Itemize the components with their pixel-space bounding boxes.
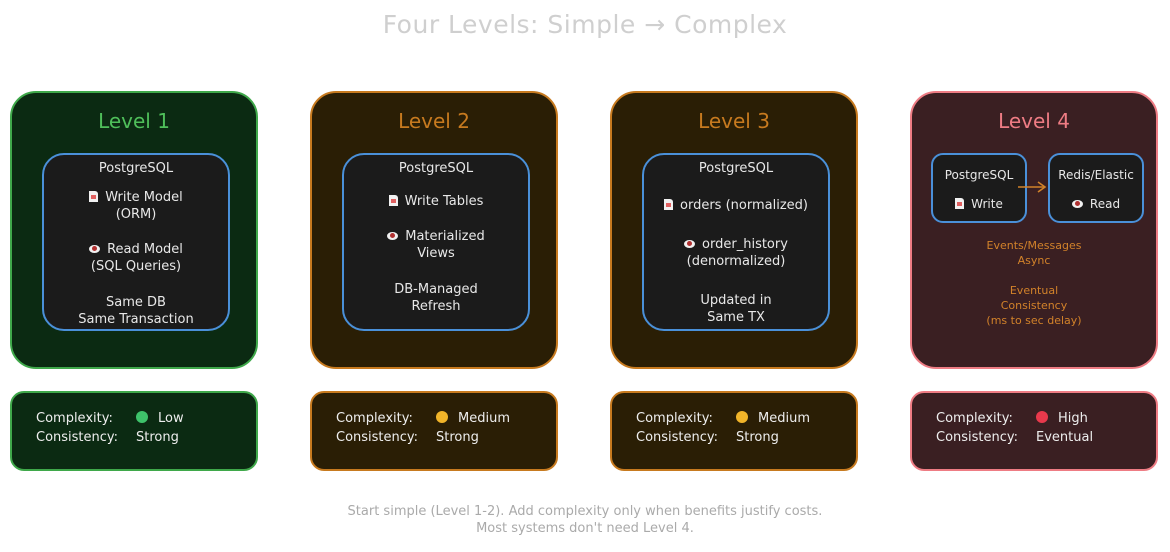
note-item: DB-Managed Refresh bbox=[394, 282, 478, 314]
orders-item: orders (normalized) bbox=[644, 197, 828, 214]
write-tables-item: Write Tables bbox=[344, 193, 528, 210]
file-icon bbox=[955, 198, 965, 209]
note-item: Same DB Same Transaction bbox=[78, 295, 194, 327]
file-icon bbox=[388, 195, 398, 206]
level-title: Level 3 bbox=[698, 109, 770, 133]
write-store-title: PostgreSQL bbox=[944, 168, 1014, 182]
yellow-dot-icon bbox=[736, 411, 748, 423]
write-store-label: Write bbox=[933, 197, 1025, 211]
eventual-consistency-note: Eventual Consistency (ms to sec delay) bbox=[986, 284, 1082, 327]
db-title: PostgreSQL bbox=[98, 161, 174, 176]
complexity-row: Complexity:High bbox=[936, 411, 1088, 426]
eye-icon bbox=[1071, 200, 1083, 208]
read-store-label: Read bbox=[1050, 197, 1142, 211]
level-4-summary: Complexity:High Consistency:Eventual bbox=[910, 391, 1158, 471]
postgresql-box: PostgreSQL Write Model (ORM) Read Model … bbox=[42, 153, 230, 331]
level-2-summary: Complexity:Medium Consistency:Strong bbox=[310, 391, 558, 471]
footer-note: Start simple (Level 1-2). Add complexity… bbox=[347, 504, 823, 536]
postgresql-box: PostgreSQL Write Tables Materialized Vie… bbox=[342, 153, 530, 331]
yellow-dot-icon bbox=[436, 411, 448, 423]
green-dot-icon bbox=[136, 411, 148, 423]
write-model-item: Write Model (ORM) bbox=[44, 189, 228, 223]
diagram-title: Four Levels: Simple → Complex bbox=[382, 10, 788, 39]
consistency-row: Consistency:Strong bbox=[636, 430, 779, 445]
level-3-summary: Complexity:Medium Consistency:Strong bbox=[610, 391, 858, 471]
read-model-item: Read Model (SQL Queries) bbox=[89, 242, 183, 274]
file-icon bbox=[89, 191, 99, 202]
level-1-card: Level 1 PostgreSQL Write Model (ORM) Rea… bbox=[10, 91, 258, 369]
async-label: Events/Messages Async bbox=[986, 239, 1082, 267]
level-3-card: Level 3 PostgreSQL orders (normalized) o… bbox=[610, 91, 858, 369]
consistency-row: Consistency:Eventual bbox=[936, 430, 1094, 445]
eye-icon bbox=[89, 245, 101, 253]
complexity-row: Complexity:Medium bbox=[336, 411, 510, 426]
note-item: Updated in Same TX bbox=[700, 293, 772, 325]
materialized-views-item: Materialized Views bbox=[344, 228, 528, 262]
eye-icon bbox=[684, 240, 696, 248]
consistency-row: Consistency:Strong bbox=[36, 430, 179, 445]
eye-icon bbox=[387, 232, 399, 240]
db-title: PostgreSQL bbox=[698, 161, 774, 176]
postgresql-box: PostgreSQL orders (normalized) order_his… bbox=[642, 153, 830, 331]
complexity-row: Complexity:Low bbox=[36, 411, 184, 426]
level-2-card: Level 2 PostgreSQL Write Tables Material… bbox=[310, 91, 558, 369]
level-1-summary: Complexity:Low Consistency:Strong bbox=[10, 391, 258, 471]
order-history-item: order_history (denormalized) bbox=[644, 236, 828, 270]
level-title: Level 1 bbox=[98, 109, 170, 133]
file-icon bbox=[664, 199, 674, 210]
read-store-box: Redis/Elastic Read bbox=[1048, 153, 1144, 223]
consistency-row: Consistency:Strong bbox=[336, 430, 479, 445]
arrow-icon bbox=[1018, 181, 1047, 193]
level-title: Level 4 bbox=[998, 109, 1070, 133]
complexity-row: Complexity:Medium bbox=[636, 411, 810, 426]
db-title: PostgreSQL bbox=[398, 161, 474, 176]
level-title: Level 2 bbox=[398, 109, 470, 133]
read-store-title: Redis/Elastic bbox=[1058, 168, 1134, 182]
red-dot-icon bbox=[1036, 411, 1048, 423]
level-4-card: Level 4 PostgreSQL Write Redis/Elastic R… bbox=[910, 91, 1158, 369]
write-store-box: PostgreSQL Write bbox=[931, 153, 1027, 223]
